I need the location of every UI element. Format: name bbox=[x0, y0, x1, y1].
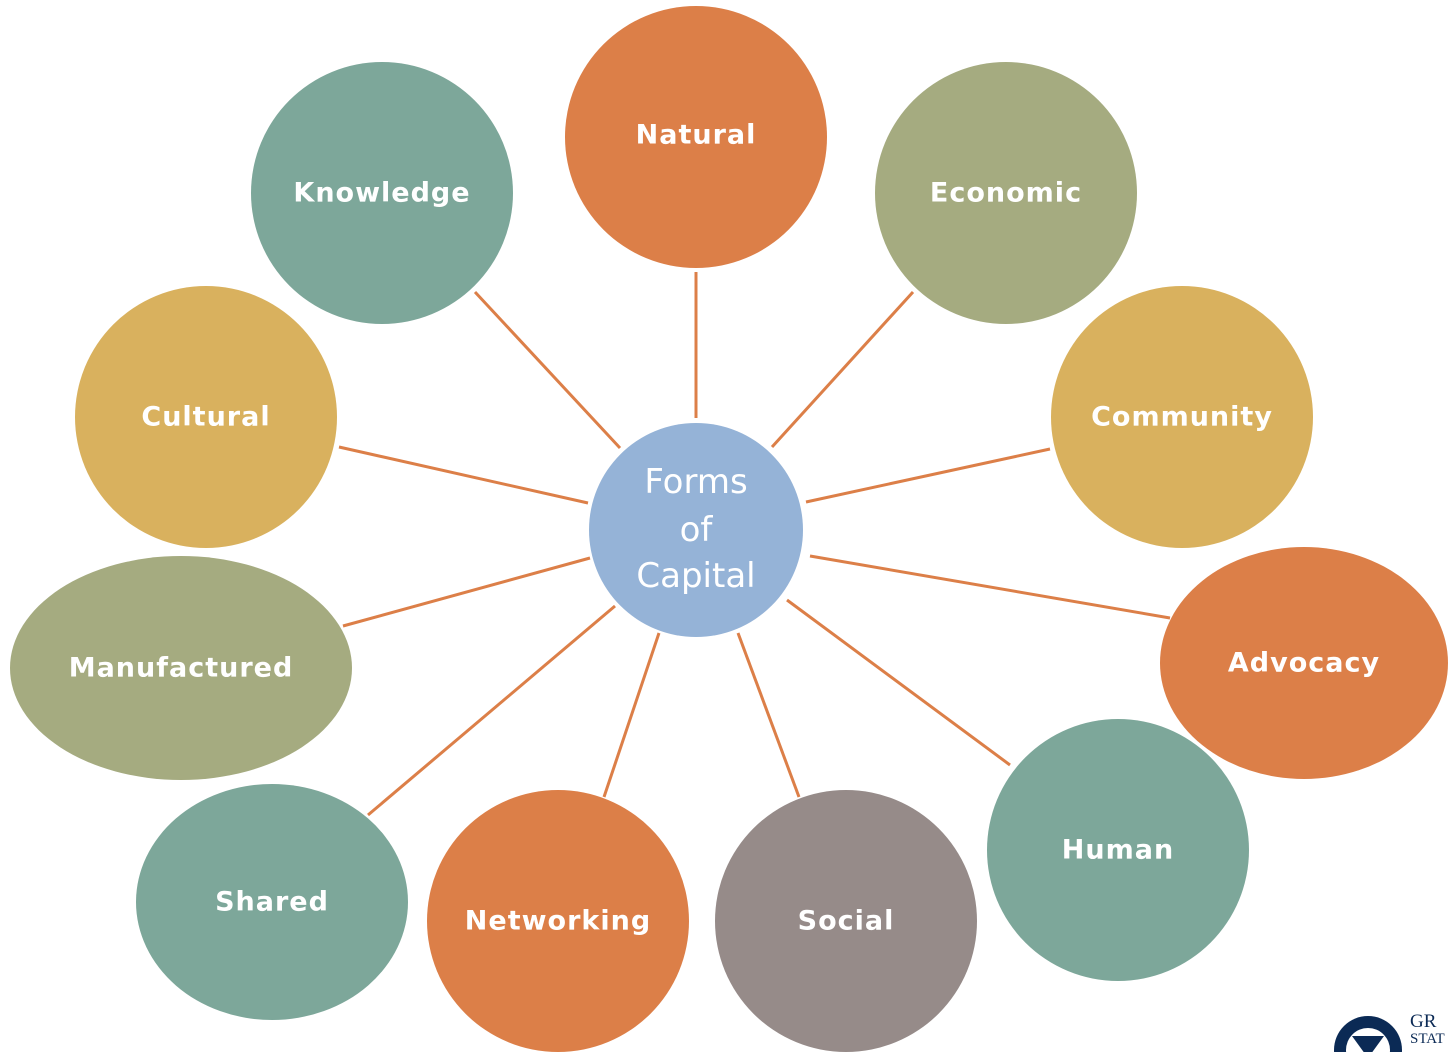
node-label-economic: Economic bbox=[930, 178, 1082, 209]
node-shape-human bbox=[987, 719, 1249, 981]
node-economic: Economic bbox=[875, 62, 1137, 324]
node-shape-community bbox=[1051, 286, 1313, 548]
node-shape-cultural bbox=[75, 286, 337, 548]
connector-social bbox=[736, 632, 801, 798]
node-cultural: Cultural bbox=[75, 286, 337, 548]
node-label-manufactured: Manufactured bbox=[69, 653, 294, 684]
node-label-advocacy: Advocacy bbox=[1228, 648, 1380, 679]
connector-human bbox=[786, 598, 1011, 767]
connector-lines bbox=[338, 272, 1171, 817]
node-shape-manufactured bbox=[10, 556, 352, 780]
center-label-line-2: of bbox=[680, 510, 714, 550]
node-shape-social bbox=[715, 790, 977, 1052]
connector-shared bbox=[367, 604, 616, 817]
logo-text-line-1: GR bbox=[1410, 1011, 1437, 1032]
connector-economic bbox=[770, 290, 915, 449]
node-community: Community bbox=[1051, 286, 1313, 548]
center-circle bbox=[589, 423, 803, 637]
node-label-natural: Natural bbox=[636, 120, 757, 151]
capital-nodes: NaturalEconomicCommunityAdvocacyHumanSoc… bbox=[10, 6, 1448, 1052]
node-shape-advocacy bbox=[1160, 547, 1448, 779]
logo-mark-icon bbox=[1334, 1016, 1402, 1052]
node-human: Human bbox=[987, 719, 1249, 981]
node-label-human: Human bbox=[1062, 835, 1174, 866]
connector-community bbox=[805, 447, 1051, 504]
node-label-social: Social bbox=[798, 906, 895, 937]
node-label-shared: Shared bbox=[215, 887, 329, 918]
connector-knowledge bbox=[473, 290, 622, 450]
node-shape-shared bbox=[136, 784, 408, 1020]
node-shape-knowledge bbox=[251, 62, 513, 324]
node-shape-networking bbox=[427, 790, 689, 1052]
node-label-knowledge: Knowledge bbox=[293, 178, 470, 209]
node-advocacy: Advocacy bbox=[1160, 547, 1448, 779]
node-shape-natural bbox=[565, 6, 827, 268]
center-label-line-1: Forms bbox=[644, 462, 747, 502]
connector-cultural bbox=[338, 445, 589, 505]
node-label-networking: Networking bbox=[465, 906, 651, 937]
node-manufactured: Manufactured bbox=[10, 556, 352, 780]
node-natural: Natural bbox=[565, 6, 827, 268]
connector-manufactured bbox=[342, 556, 591, 628]
center-label-line-3: Capital bbox=[636, 556, 755, 596]
node-label-community: Community bbox=[1091, 402, 1273, 433]
node-shared: Shared bbox=[136, 784, 408, 1020]
node-social: Social bbox=[715, 790, 977, 1052]
connector-advocacy bbox=[809, 554, 1171, 620]
connector-networking bbox=[602, 632, 661, 798]
logo-text-line-2: STAT bbox=[1410, 1031, 1445, 1047]
node-networking: Networking bbox=[427, 790, 689, 1052]
node-shape-economic bbox=[875, 62, 1137, 324]
node-knowledge: Knowledge bbox=[251, 62, 513, 324]
university-logo: GR STAT bbox=[1332, 1010, 1449, 1052]
node-label-cultural: Cultural bbox=[141, 402, 270, 433]
